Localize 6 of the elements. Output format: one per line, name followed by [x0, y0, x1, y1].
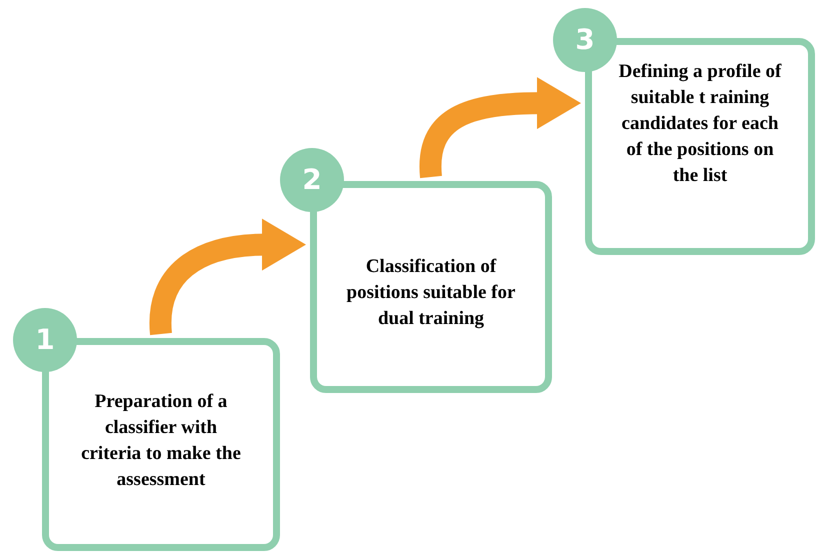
step-number: 2 — [302, 166, 322, 194]
step-text: Preparation of a classifier with criteria to make the assessment — [80, 390, 242, 492]
step-number: 1 — [35, 326, 55, 354]
step-text: Defining a profile of suitable t raining candidates for each of the positions on the list — [618, 60, 782, 188]
step-text: Classification of positions suitable for dual training — [346, 255, 516, 331]
step-number: 3 — [575, 26, 595, 54]
